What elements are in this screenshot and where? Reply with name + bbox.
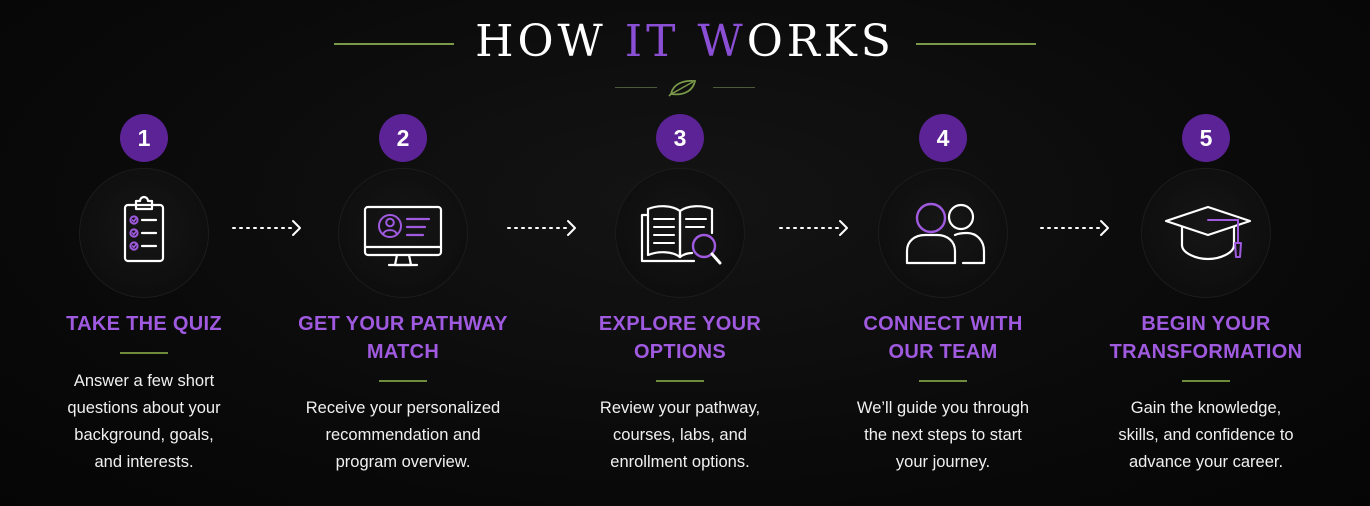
title-accent-2: W xyxy=(697,16,747,67)
dotted-arrow-icon xyxy=(779,220,848,236)
step-description-line: and interests. xyxy=(94,453,194,471)
leaf-ornament xyxy=(615,76,755,100)
step-title-line: OUR TEAM xyxy=(888,341,998,363)
step-title-line: EXPLORE YOUR xyxy=(598,313,762,335)
dotted-arrow-icon xyxy=(507,220,576,236)
title-part-3: ORKS xyxy=(746,16,895,67)
step-description-line: enrollment options. xyxy=(610,453,750,471)
step-icon-circle xyxy=(1141,168,1271,298)
step-description: Gain the knowledge, skills, and confiden… xyxy=(1076,395,1336,476)
step-divider xyxy=(379,380,427,382)
step-title-line: GET YOUR PATHWAY xyxy=(298,313,508,335)
step-title-line: TAKE THE QUIZ xyxy=(66,313,222,335)
step-number-badge: 1 xyxy=(120,114,168,162)
step-description-line: skills, and confidence to xyxy=(1118,426,1294,444)
step-description-line: questions about your xyxy=(67,399,221,417)
step-description: Receive your personalized recommendation… xyxy=(273,395,533,476)
step-description-line: your journey. xyxy=(895,453,991,471)
step-description-line: the next steps to start xyxy=(864,426,1022,444)
step-title-line: MATCH xyxy=(366,341,440,363)
team-people-icon xyxy=(905,202,986,265)
step-title-line: BEGIN YOUR xyxy=(1141,313,1271,335)
step-description-line: Review your pathway, xyxy=(599,399,761,417)
step-description-line: We’ll guide you through xyxy=(856,399,1030,417)
leaf-icon xyxy=(668,79,697,97)
step-divider xyxy=(120,352,168,354)
step-icon-circle xyxy=(878,168,1008,298)
step-number-badge: 4 xyxy=(919,114,967,162)
dotted-arrow-icon xyxy=(1040,220,1109,236)
step-divider xyxy=(1182,380,1230,382)
step-number-badge: 5 xyxy=(1182,114,1230,162)
step-description-line: recommendation and xyxy=(325,426,481,444)
step-connect-team: 4 CONNECT WITH OUR TEAM We’ll guide you … xyxy=(813,114,1073,494)
step-icon-circle xyxy=(338,168,468,298)
step-title: EXPLORE YOUR OPTIONS xyxy=(550,310,810,366)
step-description-line: courses, labs, and xyxy=(613,426,747,444)
step-title: BEGIN YOUR TRANSFORMATION xyxy=(1076,310,1336,366)
step-begin-transformation: 5 BEGIN YOUR TRANSFORMATION Gain the kno… xyxy=(1076,114,1336,494)
step-title: GET YOUR PATHWAY MATCH xyxy=(273,310,533,366)
step-icon-circle xyxy=(615,168,745,298)
step-title-line: OPTIONS xyxy=(633,341,727,363)
clipboard-checklist-icon xyxy=(123,195,165,263)
step-description-line: program overview. xyxy=(335,453,471,471)
step-icon-circle xyxy=(79,168,209,298)
page-title: HOW IT WORKS xyxy=(0,14,1370,70)
step-description: We’ll guide you through the next steps t… xyxy=(813,395,1073,476)
title-rule-right xyxy=(916,43,1036,45)
step-description-line: background, goals, xyxy=(74,426,214,444)
step-take-quiz: 1 TAKE THE QUIZ Answer a few short quest… xyxy=(14,114,274,494)
step-description: Answer a few short questions about your … xyxy=(14,368,274,476)
step-title: CONNECT WITH OUR TEAM xyxy=(813,310,1073,366)
step-description-line: advance your career. xyxy=(1128,453,1284,471)
step-description-line: Receive your personalized xyxy=(305,399,501,417)
header: HOW IT WORKS xyxy=(0,0,1370,110)
step-title: TAKE THE QUIZ xyxy=(14,310,274,338)
monitor-profile-icon xyxy=(363,205,443,267)
step-description: Review your pathway, courses, labs, and … xyxy=(550,395,810,476)
step-divider xyxy=(919,380,967,382)
ornament-line-right xyxy=(713,87,755,88)
ornament-line-left xyxy=(615,87,657,88)
step-number-badge: 2 xyxy=(379,114,427,162)
step-pathway-match: 2 GET YOUR PATHWAY MATCH Receive your pe… xyxy=(273,114,533,494)
step-description-line: Gain the knowledge, xyxy=(1130,399,1282,417)
title-accent-1: IT xyxy=(624,16,680,67)
step-number-badge: 3 xyxy=(656,114,704,162)
dotted-arrow-icon xyxy=(232,220,301,236)
step-title-line: TRANSFORMATION xyxy=(1109,341,1303,363)
title-part-2 xyxy=(679,16,697,67)
step-divider xyxy=(656,380,704,382)
step-description-line: Answer a few short xyxy=(73,372,215,390)
step-explore-options: 3 EXPLORE YOUR OPTIONS Review your pathw… xyxy=(550,114,810,494)
step-title-line: CONNECT WITH xyxy=(863,313,1023,335)
graduation-cap-icon xyxy=(1164,205,1252,261)
book-magnifier-icon xyxy=(640,205,722,265)
title-rule-left xyxy=(334,43,454,45)
title-part-1: HOW xyxy=(475,16,625,67)
